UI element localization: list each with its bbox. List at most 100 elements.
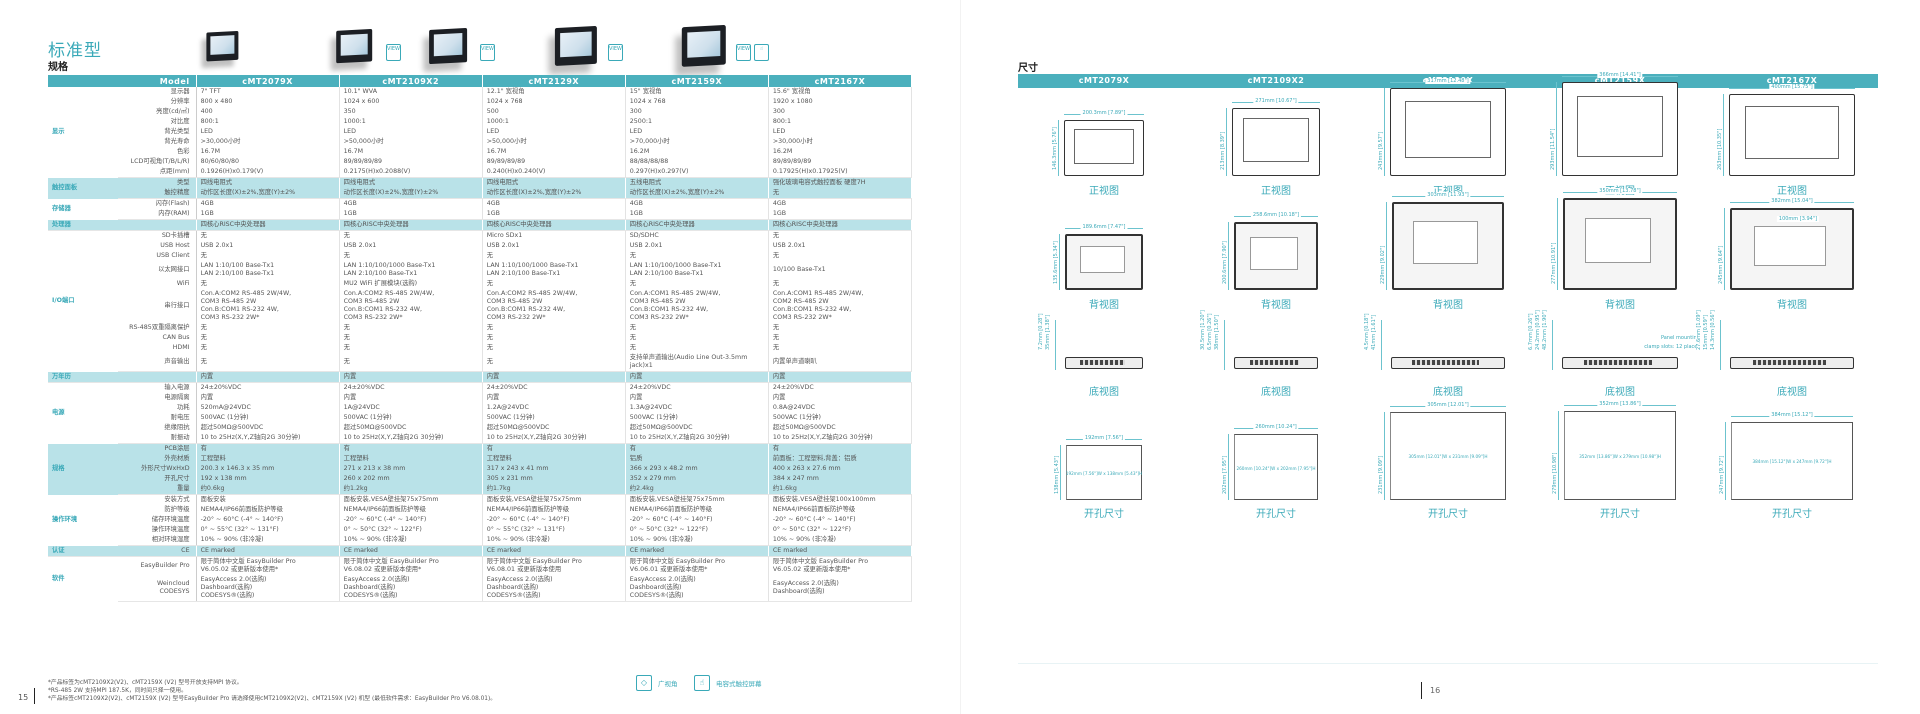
front-view-caption: 正视图 xyxy=(1362,182,1534,197)
front-view-caption: 正视图 xyxy=(1777,186,1807,197)
spec-value: LED xyxy=(196,127,340,137)
spec-value: 1GB xyxy=(625,209,769,220)
dimension-label: 247mm [9.72"] xyxy=(1719,453,1725,496)
dimension-label: 350mm [13.78"] xyxy=(1597,188,1643,194)
front-drawing xyxy=(1729,94,1855,176)
spec-value: 300 xyxy=(768,107,913,117)
dimension-line xyxy=(1060,445,1061,500)
legend-label: 广视角 xyxy=(658,680,678,688)
dimension-line xyxy=(1384,412,1385,500)
product-image xyxy=(549,23,608,71)
spec-label: 防护等级 xyxy=(118,505,197,515)
spec-label: USB Host xyxy=(118,241,197,251)
spec-value: 有 xyxy=(625,443,769,454)
spec-value: 24±20%VDC xyxy=(768,382,913,393)
spec-value: 0° ~ 55°C (32° ~ 131°F) xyxy=(196,525,340,535)
spec-label: CE xyxy=(118,545,197,557)
spec-value: 工程塑料 xyxy=(339,454,483,464)
front-drawing xyxy=(1562,82,1678,176)
cutout-view-caption: 开孔尺寸 xyxy=(1772,509,1812,520)
spec-value: 面板安装,VESA壁挂架100x100mm xyxy=(768,494,913,505)
spec-value: 10% ~ 90% (非冷凝) xyxy=(625,535,769,546)
spec-value: 四线电阻式 xyxy=(482,177,626,188)
spec-value: 1GB xyxy=(482,209,626,220)
spec-value: 1000:1 xyxy=(339,117,483,127)
spec-value: 350 xyxy=(339,107,483,117)
model-header: cMT2079X xyxy=(1078,76,1130,85)
spec-value: 有 xyxy=(768,443,913,454)
front-view: 200.3mm [7.89"]146.3mm [5.76"]正视图 xyxy=(1018,0,1190,714)
spec-value: 10% ~ 90% (非冷凝) xyxy=(196,535,340,546)
spec-category: 处理器 xyxy=(48,219,119,231)
spec-row: 外壳材质工程塑料工程塑料工程塑料铝质前面板：工程塑料,背盖：铝质 xyxy=(48,454,913,464)
spec-value: CE marked xyxy=(482,545,626,557)
legend-wide-view: ◇ 广视角 xyxy=(636,675,678,691)
spec-value: 无 xyxy=(482,353,626,372)
cutout-size-label: 192mm [7.56"]W x 138mm [5.43"]H xyxy=(1065,471,1143,477)
dimension-line xyxy=(1720,320,1721,370)
spec-value: 366 x 293 x 48.2 mm xyxy=(625,464,769,474)
spec-value: 无 xyxy=(625,323,769,333)
spec-value: 10 to 25Hz(X,Y,Z轴向2G 30分钟) xyxy=(768,433,913,444)
spec-value: 有 xyxy=(196,443,340,454)
back-view: 258.6mm [10.18"]200.6mm [7.90"]背视图 xyxy=(1190,0,1362,714)
product-image xyxy=(202,29,247,66)
spec-value: 0° ~ 50°C (32° ~ 122°F) xyxy=(625,525,769,535)
hmi-screen-graphic xyxy=(206,30,239,62)
spec-section-title: 规格 xyxy=(48,62,68,73)
spec-value: 24±20%VDC xyxy=(625,382,769,393)
spec-value: 无 xyxy=(196,279,340,289)
cutout-view-caption: 开孔尺寸 xyxy=(1256,509,1296,520)
spec-value: 支持单声道输出(Audio Line Out-3.5mm jack)x1 xyxy=(625,353,769,372)
dimension-line xyxy=(1228,222,1229,290)
spec-value: 内置单声道喇叭 xyxy=(768,353,913,372)
spec-value: 无 xyxy=(768,333,913,343)
spec-category: 存储器 xyxy=(52,205,71,212)
spec-value: 无 xyxy=(339,230,483,241)
back-view-caption: 背视图 xyxy=(1089,300,1119,311)
spec-value: 内置 xyxy=(196,393,340,403)
footnote: *RS-485 2W 支持MPI 187.5K，同时间只择一使用。 xyxy=(48,688,187,694)
page-number: 15 xyxy=(18,693,29,702)
spec-value: -20° ~ 60°C (-4° ~ 140°F) xyxy=(768,515,913,525)
spec-value: 2500:1 xyxy=(625,117,769,127)
spec-value: 动作区长度(X)±2%,宽度(Y)±2% xyxy=(482,188,626,199)
spec-label: 对比度 xyxy=(118,117,197,127)
dimension-label: 317mm [12.48"] xyxy=(1425,78,1471,84)
display-area xyxy=(1243,118,1309,162)
spec-label: 背光寿命 xyxy=(118,137,197,147)
spec-label: PCB涂层 xyxy=(118,443,197,454)
spec-value: 超过50MΩ@500VDC xyxy=(196,423,340,433)
bottom-view: 38mm [1.50"]6.5mm [0.26"]30.5mm [1.20"]底… xyxy=(1190,0,1362,714)
dimension-label: 260mm [10.24"] xyxy=(1253,424,1299,430)
spec-label: 类型 xyxy=(118,177,197,188)
spec-value: Con.A:COM1 RS-485 2W/4W, COM2 RS-485 2W … xyxy=(768,289,913,323)
spec-category: 万年历 xyxy=(48,371,119,383)
front-drawing xyxy=(1390,88,1506,176)
spec-value: NEMA4/IP66前面板防护等级 xyxy=(339,505,483,515)
spec-value: NEMA4/IP66前面板防护等级 xyxy=(768,505,913,515)
spec-value: 四核心RISC中央处理器 xyxy=(625,219,769,231)
spec-label: 以太网接口 xyxy=(118,261,197,279)
spec-label: 外壳材质 xyxy=(118,454,197,464)
cutout-drawing: 384mm [15.12"]W x 247mm [9.72"]H xyxy=(1731,422,1853,500)
spec-value: 500VAC (1分钟) xyxy=(768,413,913,423)
spec-row: 电源隔离内置内置内置内置内置 xyxy=(48,393,913,403)
spec-value: 1920 x 1080 xyxy=(768,97,913,107)
spec-value: 10/100 Base-Tx1 xyxy=(768,261,913,279)
front-view: 366mm [14.41"]293mm [11.54"]正视图 xyxy=(1534,0,1706,714)
spec-category: 规格 xyxy=(48,443,119,495)
spec-value: NEMA4/IP66前面板防护等级 xyxy=(482,505,626,515)
spec-label: 外形尺寸WxHxD xyxy=(118,464,197,474)
back-view-caption: 背视图 xyxy=(1605,300,1635,311)
spec-value: 四线电阻式 xyxy=(196,177,340,188)
dimension-label: 192mm [7.56"] xyxy=(1082,435,1126,441)
hmi-screen-graphic xyxy=(336,28,373,64)
